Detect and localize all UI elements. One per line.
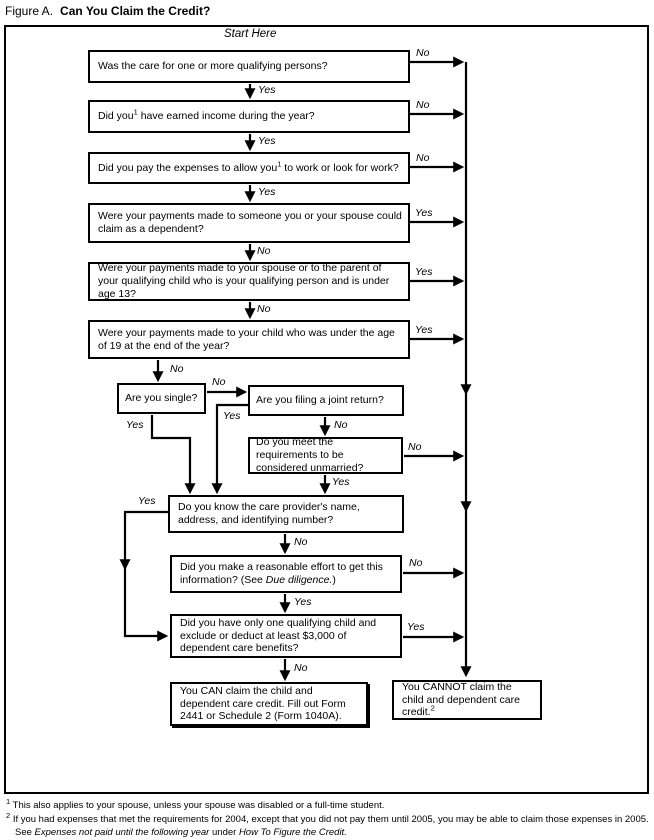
question-one-qualifying-child-box: Did you have only one qualifying child a… [170, 614, 402, 658]
outcome-cannot-claim-box: You CANNOT claim the child and dependent… [392, 680, 542, 720]
figure-title-text: Can You Claim the Credit? [60, 4, 211, 18]
question-text: Do you meet the requirements to be consi… [256, 436, 364, 474]
question-text: Did you pay the expenses to allow you1 t… [98, 159, 399, 174]
question-text: Are you single? [125, 392, 198, 405]
footnote-1-text: This also applies to your spouse, unless… [12, 800, 385, 811]
branch-label-yes: Yes [415, 324, 433, 336]
branch-label-no: No [170, 363, 184, 375]
branch-label-no: No [334, 419, 348, 431]
question-dependent-box: Were your payments made to someone you o… [88, 203, 410, 243]
question-spouse-parent-box: Were your payments made to your spouse o… [88, 262, 410, 301]
branch-label-no: No [416, 47, 430, 59]
branch-label-yes: Yes [415, 207, 433, 219]
branch-label-no: No [409, 557, 423, 569]
branch-label-yes: Yes [126, 419, 144, 431]
footnote-2-marker: 2 [6, 810, 11, 820]
footnote-1: 1 This also applies to your spouse, unle… [6, 796, 650, 812]
figure-label: Figure A. [5, 4, 54, 18]
footnote-2-text: If you had expenses that met the require… [12, 814, 649, 839]
branch-label-no: No [408, 441, 422, 453]
question-text: Do you know the care provider's name, ad… [178, 501, 360, 526]
start-here-label: Start Here [224, 28, 277, 40]
branch-label-yes: Yes [294, 596, 312, 608]
footnote-1-marker: 1 [6, 796, 11, 806]
branch-label-no: No [212, 376, 226, 388]
branch-label-yes: Yes [415, 266, 433, 278]
branch-label-no: No [294, 662, 308, 674]
branch-label-yes: Yes [223, 410, 241, 422]
branch-label-no: No [416, 99, 430, 111]
footnote-2: 2 If you had expenses that met the requi… [6, 810, 651, 840]
branch-label-yes: Yes [407, 621, 425, 633]
question-child-under-19-box: Were your payments made to your child wh… [88, 320, 410, 359]
question-text: Are you filing a joint return? [256, 394, 384, 407]
outcome-text: You CAN claim the child and dependent ca… [180, 684, 346, 723]
question-earned-income-box: Did you1 have earned income during the y… [88, 100, 410, 133]
branch-label-yes: Yes [138, 495, 156, 507]
question-qualifying-persons-box: Was the care for one or more qualifying … [88, 50, 410, 83]
question-text: Did you1 have earned income during the y… [98, 107, 315, 123]
branch-label-no: No [416, 152, 430, 164]
branch-label-yes: Yes [258, 135, 276, 147]
question-text: Were your payments made to someone you o… [98, 210, 402, 235]
question-joint-return-box: Are you filing a joint return? [248, 385, 404, 416]
question-reasonable-effort-box: Did you make a reasonable effort to get … [170, 555, 402, 593]
branch-label-yes: Yes [258, 186, 276, 198]
question-text: Did you have only one qualifying child a… [180, 616, 377, 655]
branch-label-yes: Yes [332, 476, 350, 488]
footnote-ref-1: 1 [277, 159, 282, 169]
question-care-provider-box: Do you know the care provider's name, ad… [168, 495, 404, 533]
question-pay-expenses-box: Did you pay the expenses to allow you1 t… [88, 152, 410, 184]
branch-label-yes: Yes [258, 84, 276, 96]
branch-label-no: No [257, 245, 271, 257]
question-text: Was the care for one or more qualifying … [98, 60, 328, 73]
footnote-ref-2: 2 [430, 703, 435, 713]
question-unmarried-box: Do you meet the requirements to be consi… [248, 436, 403, 474]
branch-label-no: No [257, 303, 271, 315]
flowchart-border-frame [4, 25, 649, 794]
question-single-box: Are you single? [117, 383, 206, 414]
branch-label-no: No [294, 536, 308, 548]
question-text: Were your payments made to your spouse o… [98, 262, 390, 300]
outcome-can-claim-box: You CAN claim the child and dependent ca… [170, 682, 368, 726]
figure-title: Figure A. Can You Claim the Credit? [5, 4, 210, 18]
footnote-ref-1: 1 [133, 107, 138, 117]
question-text: Were your payments made to your child wh… [98, 326, 395, 352]
outcome-text: You CANNOT claim the child and dependent… [402, 680, 520, 719]
question-text: Did you make a reasonable effort to get … [180, 561, 383, 586]
